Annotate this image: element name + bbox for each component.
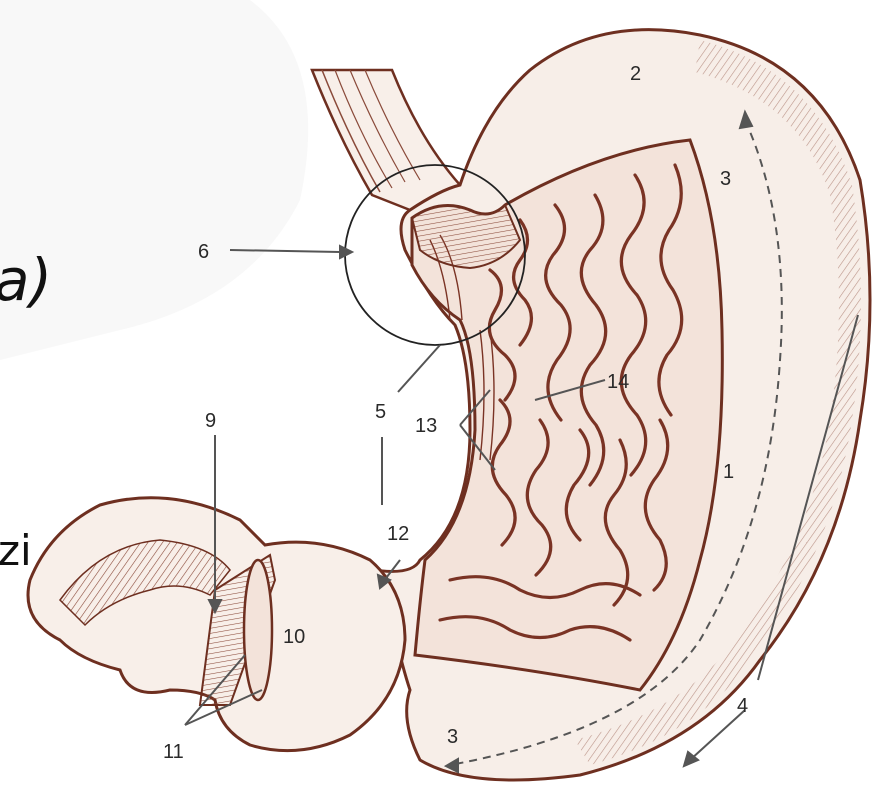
label-4: 4 xyxy=(737,695,748,717)
label-13: 13 xyxy=(415,415,437,437)
label-1: 1 xyxy=(723,461,734,483)
label-9: 9 xyxy=(205,410,216,432)
label-11: 11 xyxy=(163,741,184,763)
gastric-mucosa xyxy=(412,140,722,690)
label-14: 14 xyxy=(607,371,629,393)
label-5: 5 xyxy=(375,401,386,423)
label-3-bottom: 3 xyxy=(447,726,458,748)
label-2: 2 xyxy=(630,63,641,85)
side-text-line1: a) xyxy=(0,246,52,314)
esophagus xyxy=(312,70,460,210)
label-3-top: 3 xyxy=(720,168,731,190)
label-10: 10 xyxy=(283,626,305,648)
label-6: 6 xyxy=(198,241,209,263)
label-12: 12 xyxy=(387,523,409,545)
side-text-line2: zi xyxy=(0,526,32,575)
duodenum xyxy=(28,498,405,751)
